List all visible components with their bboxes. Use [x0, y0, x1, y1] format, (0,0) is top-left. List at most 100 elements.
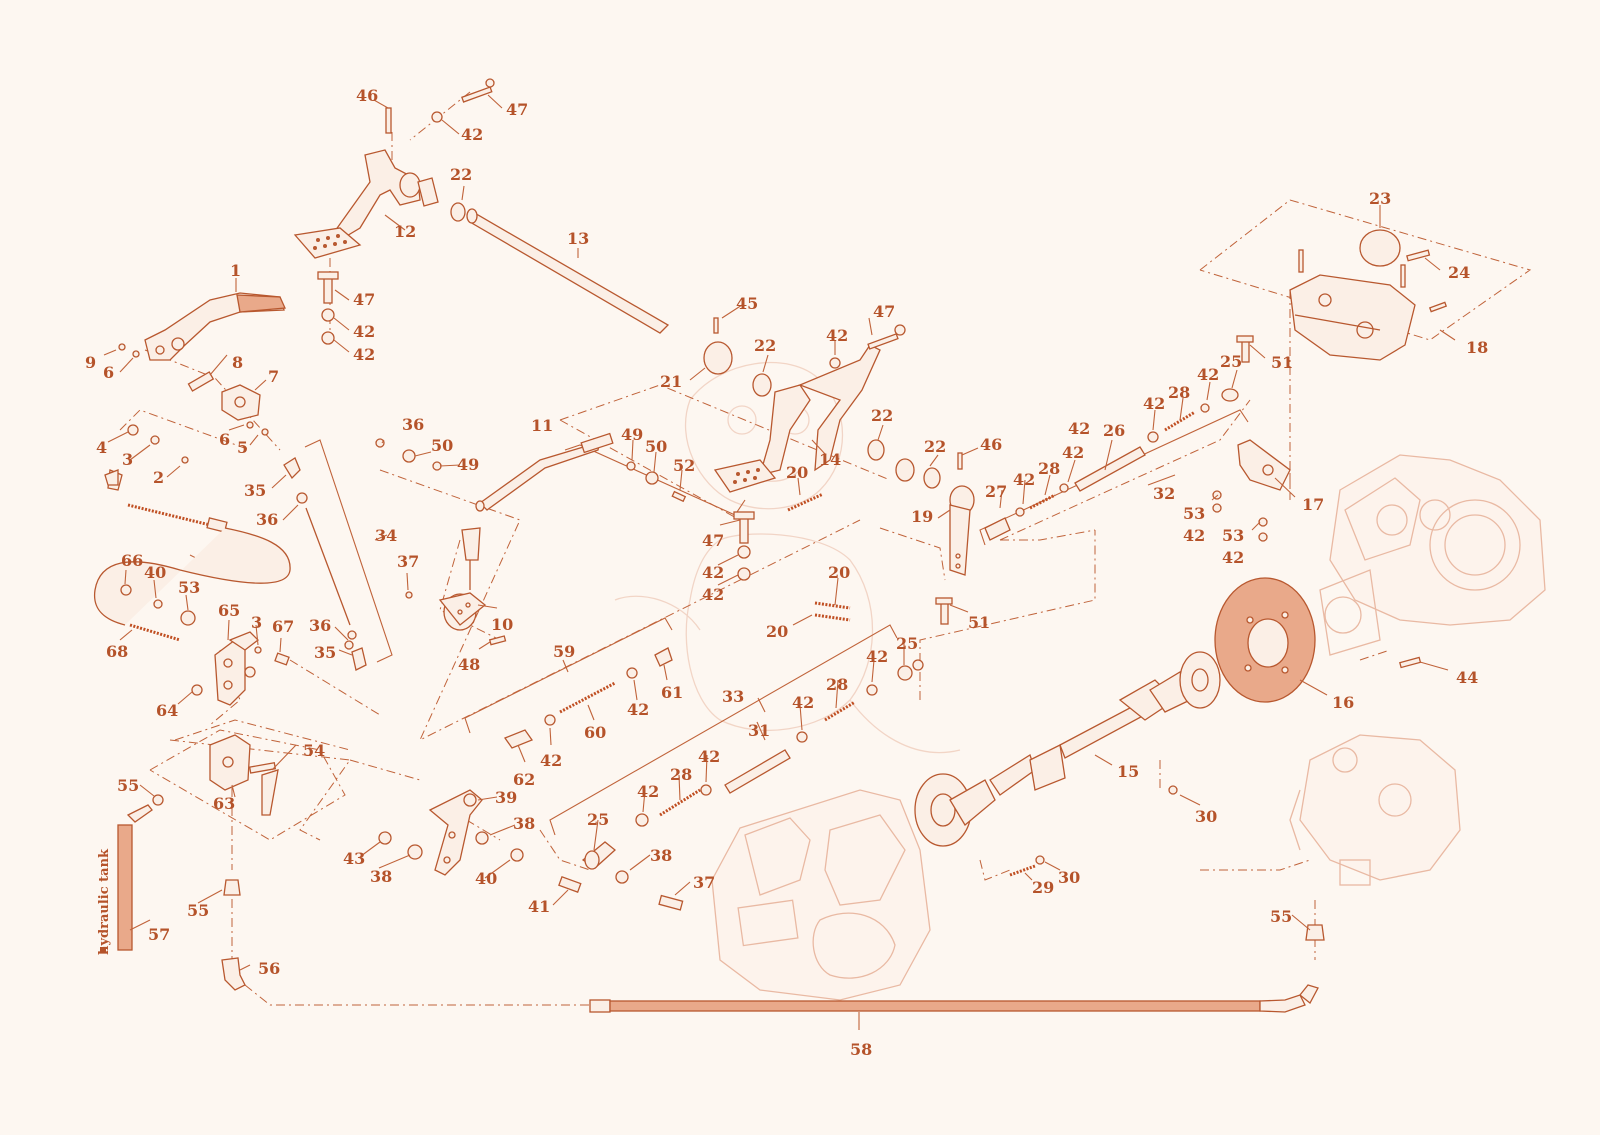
spring-20b [814, 601, 851, 610]
washer-49a [432, 461, 442, 471]
washer-42c [829, 357, 841, 369]
callout-58: 58 [850, 1040, 872, 1059]
callout-28: 28 [826, 675, 848, 694]
callout-28: 28 [1038, 459, 1060, 478]
screw-caliper [1428, 301, 1448, 313]
assembly-guide-lines [119, 91, 1532, 1006]
callout-37: 37 [693, 873, 715, 892]
callout-61: 61 [661, 683, 683, 702]
ghost-mascot [614, 361, 961, 754]
callout-39: 39 [495, 788, 517, 807]
bushing-22a [417, 177, 466, 222]
callout-6: 6 [103, 363, 114, 382]
washers-left [118, 343, 269, 464]
callout-42: 42 [1183, 526, 1205, 545]
callout-2: 2 [153, 468, 164, 487]
callout-36: 36 [402, 415, 424, 434]
callout-14: 14 [819, 450, 841, 469]
piston-23[interactable] [1359, 229, 1401, 267]
ghost-engine-block [711, 789, 931, 1001]
rod-34-part[interactable] [283, 457, 367, 671]
callout-46: 46 [980, 435, 1002, 454]
clutch-pedal-part[interactable] [293, 149, 421, 259]
callout-22: 22 [871, 406, 893, 425]
washer-38b [475, 831, 489, 845]
callout-42: 42 [698, 747, 720, 766]
callout-1: 1 [230, 261, 241, 280]
callout-65: 65 [218, 601, 240, 620]
rod-assembly-32-part[interactable] [984, 388, 1239, 541]
hydraulic-tank-marker [100, 947, 106, 952]
callout-44: 44 [1456, 668, 1478, 687]
nut-30a [1035, 855, 1045, 865]
pin-46b [957, 452, 963, 470]
spring-20c [814, 613, 851, 622]
pin-caliper [1298, 249, 1304, 273]
screw-66 [120, 584, 132, 596]
callout-6: 6 [219, 430, 230, 449]
washer-40a [153, 599, 163, 609]
driveshaft-15-part[interactable] [914, 651, 1221, 847]
callout-34: 34 [375, 526, 397, 545]
callout-17: 17 [1302, 495, 1324, 514]
callout-16: 16 [1332, 693, 1354, 712]
bushing-21 [703, 341, 733, 375]
bracket-65-part[interactable] [214, 631, 259, 706]
callout-42: 42 [792, 693, 814, 712]
callout-42: 42 [353, 345, 375, 364]
bracket-17-part[interactable] [1237, 439, 1291, 491]
brake-pedal-part[interactable] [713, 344, 881, 493]
spring-20a [787, 492, 824, 512]
lever-bracket-part[interactable] [221, 384, 261, 421]
callout-42: 42 [1143, 394, 1165, 413]
screw-37a [405, 591, 413, 599]
rod-assembly-31-part[interactable] [581, 659, 924, 870]
callout-55: 55 [187, 901, 209, 920]
handbrake-lever-part[interactable] [144, 292, 286, 361]
bolt-47a [461, 78, 495, 103]
bolt-47b [317, 271, 339, 345]
lever-39-part[interactable] [428, 789, 483, 876]
gear-lever-part[interactable] [438, 527, 487, 631]
callout-40: 40 [144, 563, 166, 582]
callout-59: 59 [553, 642, 575, 661]
callout-42: 42 [1062, 443, 1084, 462]
ghost-transaxle [1319, 454, 1546, 656]
callout-41: 41 [528, 897, 550, 916]
callout-42: 42 [627, 700, 649, 719]
fitting-67 [274, 652, 290, 666]
link-11-part[interactable] [475, 432, 614, 512]
callout-47: 47 [702, 531, 724, 550]
arm-19-part[interactable] [949, 485, 975, 576]
washer-53a [180, 610, 196, 626]
callout-25: 25 [896, 634, 918, 653]
callout-49: 49 [621, 425, 643, 444]
callout-64: 64 [156, 701, 178, 720]
rod-assembly-59-part[interactable] [503, 647, 673, 749]
pin-8 [187, 371, 215, 392]
callout-22: 22 [754, 336, 776, 355]
valve-block-63-part[interactable] [209, 734, 279, 816]
brake-disc-16-part[interactable] [1214, 577, 1316, 703]
callout-26: 26 [1103, 421, 1125, 440]
callout-55: 55 [1270, 907, 1292, 926]
hose-58-part[interactable] [589, 984, 1319, 1013]
bolt-51b [935, 597, 953, 625]
callout-35: 35 [314, 643, 336, 662]
screw-48 [488, 635, 507, 646]
callout-36: 36 [256, 510, 278, 529]
callout-46: 46 [356, 86, 378, 105]
callout-42: 42 [637, 782, 659, 801]
callout-22: 22 [450, 165, 472, 184]
callout-31: 31 [748, 721, 770, 740]
caliper-18-part[interactable] [1289, 274, 1416, 361]
callout-68: 68 [106, 642, 128, 661]
cross-shaft-part[interactable] [466, 208, 670, 334]
callout-12: 12 [394, 222, 416, 241]
callout-30: 30 [1195, 807, 1217, 826]
bushing-22d [923, 467, 941, 489]
callout-3: 3 [251, 613, 262, 632]
hydraulic-hose-57-part[interactable] [117, 794, 164, 951]
callout-38: 38 [370, 867, 392, 886]
